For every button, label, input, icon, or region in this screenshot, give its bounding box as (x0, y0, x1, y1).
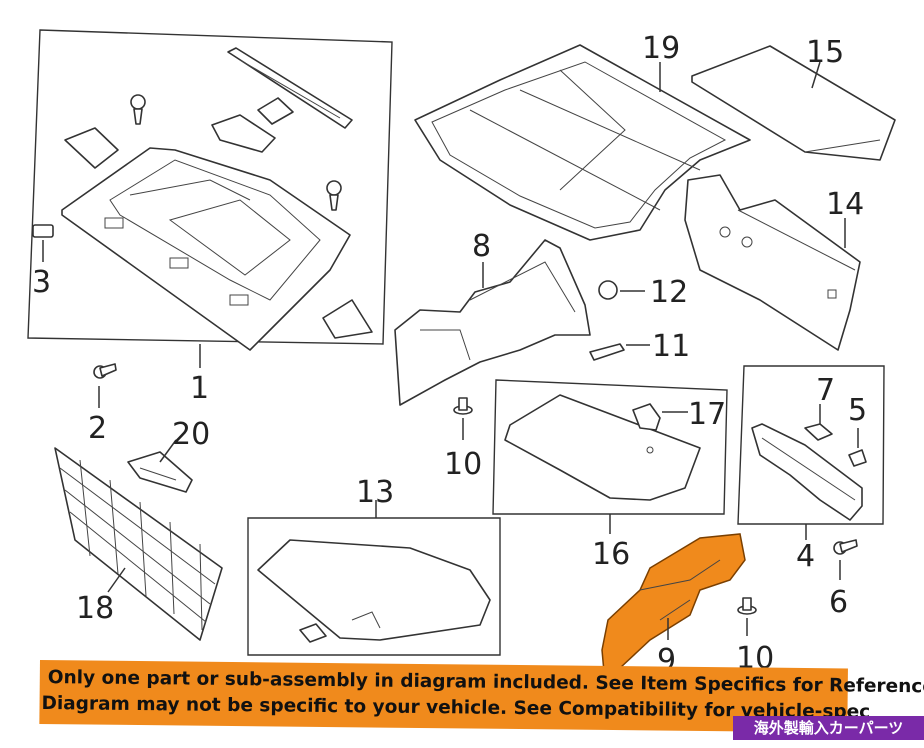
part-8-side-trim (394, 239, 591, 406)
tray-bracket (211, 114, 276, 153)
leader-15 (811, 61, 821, 89)
callout-5: 5 (848, 393, 867, 428)
callout-6: 6 (829, 585, 848, 620)
group-box-1 (27, 29, 393, 345)
tray-bracket (322, 299, 373, 339)
group-box-4 (737, 365, 885, 525)
part-12-plug (598, 280, 618, 300)
push-clip-part (130, 94, 342, 211)
part-17-bracket (632, 403, 661, 431)
callout-12: 12 (650, 275, 688, 310)
callout-10a: 10 (444, 447, 482, 482)
callout-2: 2 (88, 411, 107, 446)
part-19-floor-mat (414, 44, 751, 241)
callout-19: 19 (642, 31, 680, 66)
part-7-clip (804, 423, 833, 441)
package-tray-part (61, 147, 351, 351)
callout-13: 13 (356, 475, 394, 510)
part-9-highlighted-trim (601, 533, 746, 673)
watermark-badge: 海外製輸入カーパーツ (733, 716, 924, 740)
part-13-clip (299, 623, 327, 643)
part-9-shape (601, 533, 746, 673)
callout-20: 20 (172, 417, 210, 452)
callout-17: 17 (688, 397, 726, 432)
callout-18: 18 (76, 591, 114, 626)
callout-3: 3 (32, 265, 51, 300)
part-18-cargo-net (54, 447, 223, 641)
group-box-16 (492, 379, 728, 515)
part-10-clip (737, 597, 757, 615)
disclaimer-banner: Only one part or sub-assembly in diagram… (39, 660, 924, 733)
part-4-trim-rail (751, 423, 863, 521)
callout-15: 15 (806, 35, 844, 70)
callout-7: 7 (816, 373, 835, 408)
part-16-trunk-panel (504, 394, 701, 501)
tray-trim-strip (227, 47, 353, 129)
part-6-bolt (833, 539, 858, 555)
callout-4: 4 (796, 539, 815, 574)
callout-1: 1 (190, 371, 209, 406)
part-2-bolt (93, 363, 117, 379)
part-3-clip (32, 224, 54, 238)
part-20-hook (127, 451, 193, 493)
leader-20 (159, 439, 177, 463)
tray-bracket (257, 97, 294, 125)
callout-11: 11 (652, 329, 690, 364)
part-10-clip (453, 397, 473, 415)
part-15-panel (691, 45, 896, 161)
group-box-13 (247, 517, 501, 656)
tray-bracket (64, 127, 119, 169)
callout-14: 14 (826, 187, 864, 222)
callout-8: 8 (472, 229, 491, 264)
part-5-nut (848, 449, 867, 467)
part-13-floor-cover (257, 539, 491, 641)
part-11-screw (589, 343, 625, 361)
part-14-side-panel (684, 174, 861, 351)
leader-18 (107, 567, 126, 593)
callout-16: 16 (592, 537, 630, 572)
